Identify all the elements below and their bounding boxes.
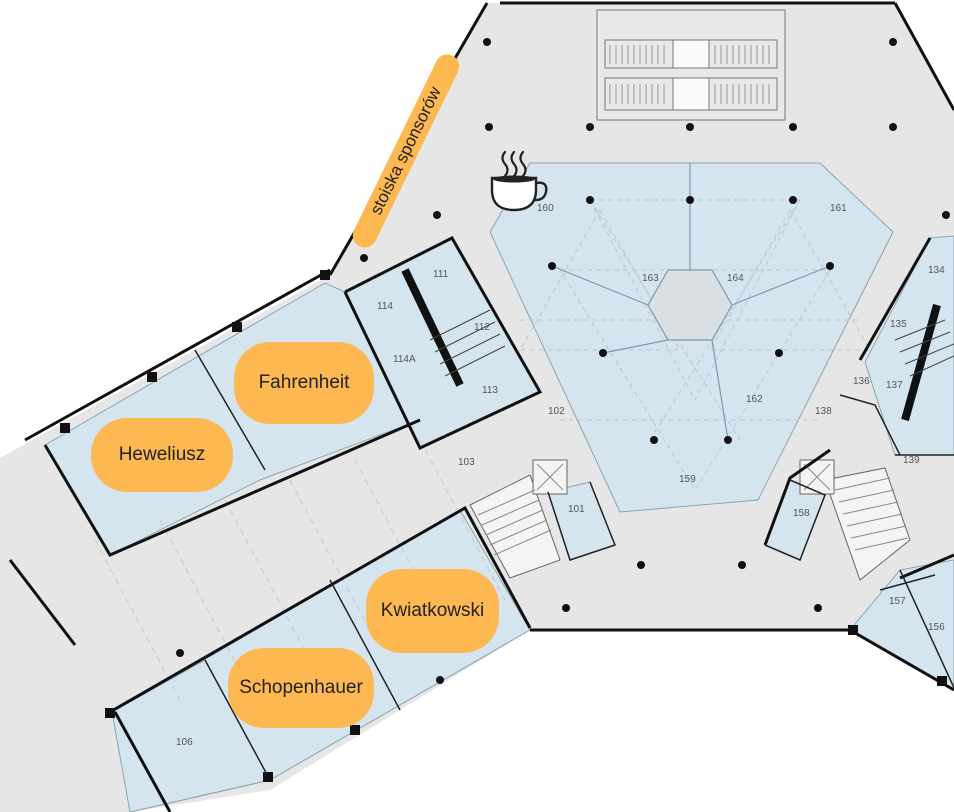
stair-steps <box>477 463 909 556</box>
room-label-138: 138 <box>815 406 832 417</box>
room-label-103: 103 <box>458 457 475 468</box>
room-labels: 101 102 103 106 111 112 113 114 114A 134… <box>176 203 945 748</box>
room-label-135: 135 <box>890 319 907 330</box>
room-label-160: 160 <box>537 203 554 214</box>
room-label-157: 157 <box>889 596 906 607</box>
wall-pillars <box>60 270 947 782</box>
room-label-134: 134 <box>928 265 945 276</box>
hall-pill-kwiatkowski[interactable]: Kwiatkowski <box>366 569 499 653</box>
hall-pill-fahrenheit[interactable]: Fahrenheit <box>234 342 374 424</box>
hall-name: Kwiatkowski <box>380 600 485 621</box>
inner-stair-lines <box>429 309 954 377</box>
room-label-159: 159 <box>679 474 696 485</box>
room-label-139: 139 <box>903 455 920 466</box>
hall-pill-schopenhauer[interactable]: Schopenhauer <box>228 648 374 728</box>
room-label-112: 112 <box>474 322 490 333</box>
east-room-block <box>864 235 954 456</box>
room-label-158: 158 <box>793 508 810 519</box>
room-label-114a: 114A <box>393 354 416 365</box>
room-label-164: 164 <box>727 273 744 284</box>
room-label-111: 111 <box>433 269 449 280</box>
coffee-cup-icon <box>490 150 548 212</box>
room-label-114: 114 <box>377 301 393 312</box>
room-label-156: 156 <box>928 622 945 633</box>
room-label-106: 106 <box>176 737 193 748</box>
room-label-101: 101 <box>568 504 585 515</box>
columns <box>176 38 950 684</box>
partitions <box>194 268 954 781</box>
room-label-102: 102 <box>548 406 565 417</box>
room-label-137: 137 <box>886 380 903 391</box>
corridor-lines <box>94 439 506 701</box>
room-label-136: 136 <box>853 376 870 387</box>
room-label-162: 162 <box>746 394 763 405</box>
atrium-core <box>551 163 831 441</box>
escalators <box>596 9 786 121</box>
escalator-steps <box>609 45 770 104</box>
hall-name: Heweliusz <box>118 444 206 465</box>
hall-name: Schopenhauer <box>239 677 363 698</box>
hall-pill-heweliusz[interactable]: Heweliusz <box>91 418 233 492</box>
room-label-163: 163 <box>642 273 659 284</box>
hall-name: Fahrenheit <box>258 372 350 393</box>
room-label-113: 113 <box>482 385 498 396</box>
room-label-161: 161 <box>830 203 847 214</box>
